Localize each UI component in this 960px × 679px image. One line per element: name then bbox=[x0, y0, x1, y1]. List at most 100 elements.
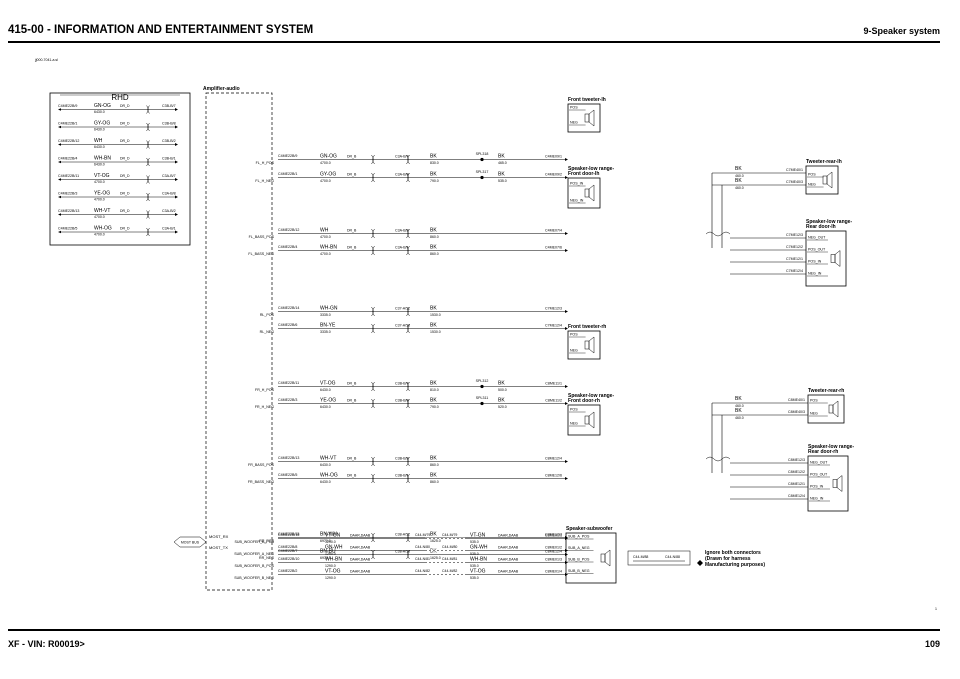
pin-arrow-icon bbox=[58, 143, 61, 146]
subwoofer-wire-color: WH-BN bbox=[470, 557, 487, 563]
speaker-cone-icon bbox=[588, 184, 595, 202]
speaker-pin-label: NEG_IN bbox=[808, 272, 822, 276]
circuit-pin: C4ME22B/5 bbox=[278, 473, 297, 477]
splice-label: SPL312 bbox=[476, 379, 489, 383]
circuit-wire-color: BK bbox=[430, 549, 437, 555]
circuit-wire-length: 1625.0 bbox=[430, 556, 441, 560]
rhd-pin: C4ME22B/9 bbox=[58, 104, 77, 108]
subwoofer-wire-size: DAAR,DAAB bbox=[350, 546, 371, 550]
circuit-pin: C4ME22B/1 bbox=[278, 172, 297, 176]
inline-connector-icon bbox=[371, 323, 375, 334]
speaker-cone-icon bbox=[604, 549, 611, 567]
circuit-wire-length: 3335.0 bbox=[320, 313, 331, 317]
speaker-low-range-rear-rh: Speaker-low range-Rear door-rhNEG_OUTPOS… bbox=[807, 444, 854, 512]
circuit-wire-length: 790.0 bbox=[430, 405, 439, 409]
rhd-title: RHD bbox=[111, 93, 129, 102]
circuit-wire-length: 535.0 bbox=[498, 179, 507, 183]
circuit-wire-color: YE-OG bbox=[320, 398, 336, 404]
speaker-box bbox=[805, 165, 839, 195]
inline-connector-icon bbox=[146, 227, 150, 237]
inline-connector-icon bbox=[371, 532, 375, 543]
circuit-destination: C7ME12/3 bbox=[545, 307, 562, 311]
circuit-connector: C3A-B/7 bbox=[395, 155, 409, 159]
circuit-wire-length: 860.0 bbox=[430, 235, 439, 239]
circuit-wire-length: 500.0 bbox=[498, 388, 507, 392]
speaker-title: Front door-rh bbox=[568, 398, 600, 404]
circuit-signal-name: RR_NEG bbox=[259, 556, 274, 560]
subwoofer-wire-length: 1290.0 bbox=[325, 552, 336, 556]
subwoofer-destination: C8ME01/3 bbox=[545, 558, 562, 562]
rhd-wire-color: WH bbox=[94, 138, 103, 144]
subwoofer-wire-length: 1290.0 bbox=[325, 576, 336, 580]
speaker-pin-label: NEG bbox=[810, 412, 818, 416]
speaker-title: Front tweeter-rh bbox=[568, 324, 606, 330]
pin-arrow-icon bbox=[175, 160, 178, 164]
pin-arrow-icon bbox=[58, 195, 61, 199]
circuit-wire-color: BN-BU bbox=[320, 549, 336, 555]
circuit-wire-length: 1530.0 bbox=[430, 330, 441, 334]
tweeter-wire-color: BK bbox=[735, 396, 742, 402]
circuit-destination: C8ME11/2 bbox=[545, 399, 562, 403]
circuit-wire-length: 6970.0 bbox=[320, 556, 331, 560]
subwoofer-signal-name: SUB_WOOFER_A_NEG bbox=[234, 552, 274, 556]
circuit-connector: C3B-B/1 bbox=[395, 474, 409, 478]
header-divider bbox=[8, 41, 940, 43]
speaker-cone-icon bbox=[826, 171, 833, 189]
inline-connector-icon bbox=[146, 157, 150, 167]
circuit-wire-size: DR_B bbox=[347, 399, 357, 403]
speaker-magnet-icon bbox=[830, 254, 836, 263]
rhd-wire-size: DR_D bbox=[120, 227, 130, 231]
circuit-wire-size: DR_B bbox=[347, 229, 357, 233]
rhd-wire-size: DR_D bbox=[120, 192, 130, 196]
circuit-wire-color: BK bbox=[430, 398, 437, 404]
circuit-destination: C8ME11/1 bbox=[545, 382, 562, 386]
speaker-pin-label: POS bbox=[570, 408, 578, 412]
speaker-title: Speaker-low range- bbox=[808, 444, 854, 450]
footer-divider bbox=[8, 629, 940, 631]
speaker-pin-label: POS bbox=[570, 106, 578, 110]
circuit-destination: C4ME07/4 bbox=[545, 229, 562, 233]
circuit-wire-color: BK bbox=[430, 381, 437, 387]
speaker-pin-label: POS_OUT bbox=[810, 473, 828, 477]
inline-connector-icon bbox=[146, 105, 150, 114]
circuit-wire-color: WH-GN bbox=[320, 306, 338, 312]
circuit-signal-name: RL_POS bbox=[260, 313, 275, 317]
rear-lh-wiring: BK460.0C7ME40/1BK460.0C7ME40/3C7ME12/3C7… bbox=[705, 166, 806, 275]
inline-connector-icon bbox=[406, 473, 410, 484]
circuit-signal-name: FR_H_NEG bbox=[255, 405, 274, 409]
rhd-destination: C3A-B/2 bbox=[162, 209, 176, 213]
inline-connector-icon bbox=[371, 172, 375, 183]
circuit-wire-color: BK bbox=[430, 154, 437, 160]
circuit-signal-name: FL_BASS_POS bbox=[249, 235, 275, 239]
pin-arrow-icon bbox=[565, 232, 568, 235]
circuit-wire-length: 860.0 bbox=[430, 463, 439, 467]
subwoofer-wire-color: VT-GN bbox=[325, 533, 341, 539]
circuit-wire-color: BK bbox=[430, 456, 437, 462]
rhd-wire-size: DR_D bbox=[120, 157, 130, 161]
circuit-wire-size: DR_B bbox=[347, 474, 357, 478]
circuit-destination: C8ME12/4 bbox=[545, 550, 562, 554]
rhd-pin: C4ME22B/13 bbox=[58, 209, 79, 213]
circuit-connector: C37-A/10 bbox=[395, 324, 410, 328]
page-number: 109 bbox=[924, 639, 940, 649]
circuit-wire-color: WH bbox=[320, 228, 329, 234]
rhd-wire-color: WH-BN bbox=[94, 156, 111, 162]
subwoofer-connector-2: C44-M/79 bbox=[442, 533, 457, 537]
speaker-box bbox=[807, 394, 845, 424]
subwoofer-connector-2: C44-M/82 bbox=[442, 569, 457, 573]
speaker-magnet-icon bbox=[600, 553, 606, 563]
rhd-destination: C3A-B/7 bbox=[162, 174, 176, 178]
speaker-cone-icon bbox=[836, 474, 843, 493]
pin-arrow-icon bbox=[175, 230, 178, 234]
inline-connector-icon bbox=[371, 245, 375, 256]
subwoofer-signal-name: SUB_WOOFER_B_NEG bbox=[234, 576, 274, 580]
circuit-pin: C4ME22B/11 bbox=[278, 381, 299, 385]
